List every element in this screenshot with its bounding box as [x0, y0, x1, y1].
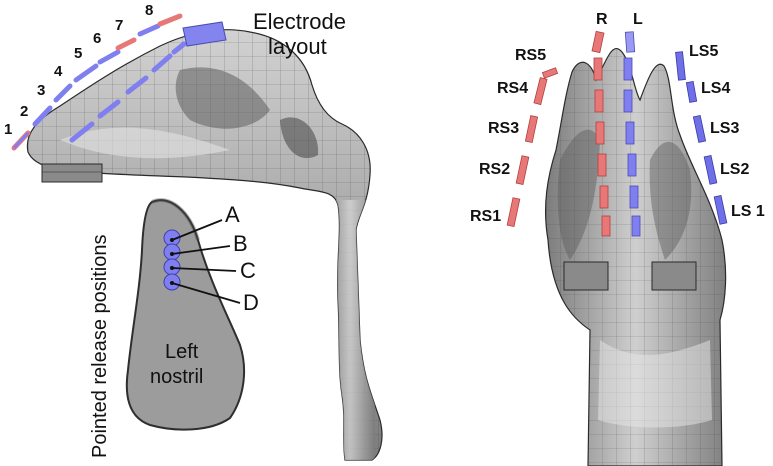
electrode-number-6: 6: [93, 30, 101, 47]
nostril-label-line2: nostril: [150, 366, 203, 388]
electrode-number-4: 4: [54, 63, 63, 80]
label-ls2: LS2: [720, 161, 749, 178]
right-lateral-electrodes: [506, 67, 559, 228]
right-airway-model: [544, 48, 727, 466]
electrode-lower-strip: [69, 41, 187, 143]
label-rs2: RS2: [479, 161, 510, 178]
left-side-label: L: [633, 11, 643, 28]
right-side-label: R: [596, 11, 608, 28]
electrode-number-7: 7: [115, 17, 123, 34]
release-position-b-label: B: [233, 231, 248, 256]
label-ls4: LS4: [701, 80, 730, 97]
right-septal-electrode-column: [591, 30, 611, 237]
electrode-number-3: 3: [37, 82, 45, 99]
left-septal-electrode-column: [623, 31, 641, 237]
electrode-upper-strip: [11, 13, 183, 151]
nostril-label-line1: Left: [165, 341, 199, 363]
electrode-number-5: 5: [74, 45, 82, 62]
electrode-connector: [182, 21, 227, 47]
release-position-a-label: A: [225, 202, 240, 227]
left-nostril-section: Left nostril: [125, 198, 246, 431]
label-rs4: RS4: [497, 80, 528, 97]
label-rs3: RS3: [488, 120, 519, 137]
release-position-c-label: C: [240, 258, 256, 283]
label-ls5: LS5: [689, 43, 718, 60]
electrode-number-1: 1: [4, 121, 12, 138]
release-positions: A B C D: [163, 202, 259, 315]
figure-title-line2: layout: [268, 34, 327, 59]
left-lateral-electrodes: [675, 51, 728, 225]
label-rs5: RS5: [515, 47, 546, 64]
release-position-d-label: D: [243, 290, 259, 315]
electrode-number-8: 8: [145, 2, 153, 19]
left-electrode-strip: [11, 13, 227, 151]
right-view-labels: R L RS5 RS4 RS3 RS2 RS1 LS5 LS4 LS3 LS2 …: [470, 11, 765, 225]
label-rs1: RS1: [470, 208, 501, 225]
label-ls3: LS3: [710, 120, 739, 137]
electrode-number-2: 2: [20, 103, 28, 120]
label-ls1: LS 1: [731, 203, 765, 220]
pointed-release-positions-label: Pointed release positions: [89, 235, 111, 458]
electrode-number-labels: 1 2 3 4 5 6 7 8: [4, 2, 153, 138]
figure-title-line1: Electrode: [253, 9, 346, 34]
